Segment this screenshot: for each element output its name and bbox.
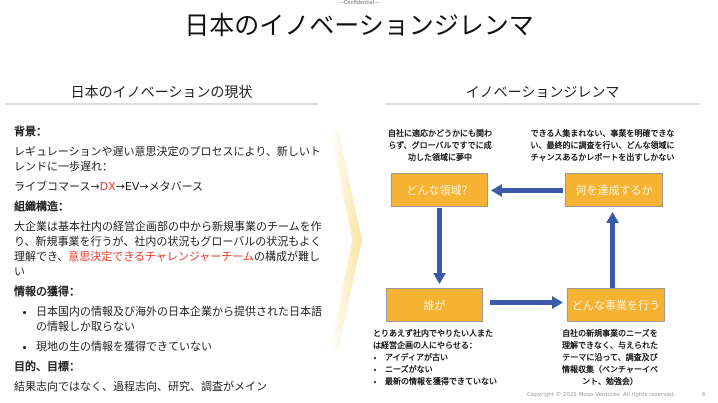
org-label: 組織構造： bbox=[14, 200, 69, 213]
arrow-down-icon bbox=[433, 208, 446, 284]
arrow-up-icon bbox=[606, 212, 619, 288]
box-which-area: どんな領域？ bbox=[391, 173, 488, 207]
org-text: 大企業は基本社内の経営企画部の中から新規事業のチームを作り、新規事業を行うが、社… bbox=[14, 219, 324, 279]
info-item: 日本国内の情報及び海外の日本企業から提供された日本語の情報しか取らない bbox=[36, 304, 324, 334]
org-text-tail: の構成が難しい bbox=[14, 250, 321, 278]
goal-label: 目的、目標： bbox=[14, 360, 80, 373]
note-bl-item: アイディアが古い bbox=[385, 352, 498, 364]
trend-b: →EV→メタバース bbox=[115, 180, 204, 193]
copyright: Copyright © 2021 Moon Ventures. All righ… bbox=[527, 392, 676, 398]
goal-text: 結果志向ではなく、過程志向、研究、調査がメイン bbox=[14, 380, 267, 393]
confidential-label: ---Confidential--- bbox=[338, 0, 380, 6]
arrow-right-icon bbox=[490, 296, 563, 309]
chevron-arrow-icon bbox=[330, 130, 362, 350]
note-bl-text: とりあえず社内でやりたい人または経営企画の人にやらせる： bbox=[373, 329, 493, 350]
note-bl-item: 最新の情報を獲得できていない bbox=[385, 376, 498, 388]
org-text-main: 大企業は基本社内の経営企画部の中から新規事業のチームを作り、新規事業を行うが、社… bbox=[14, 220, 322, 263]
trend-dx: DX bbox=[99, 180, 116, 193]
box-who: 誰が bbox=[386, 288, 483, 322]
info-label: 情報の獲得： bbox=[14, 285, 80, 298]
left-content: 背景： レギュレーションや遅い意思決定のプロセスにより、新しいトレンドに一歩遅れ… bbox=[14, 124, 324, 394]
note-bl-item: ニーズがない bbox=[385, 364, 498, 376]
note-top-right: できる人集まれない、事業を明確できない、最終的に調査を行い、どんな領域にチャンス… bbox=[530, 129, 675, 162]
left-divider bbox=[5, 103, 318, 105]
box-what-to-achieve: 何を達成するか bbox=[565, 173, 663, 207]
slide-title: 日本のイノベーションジレンマ bbox=[184, 11, 534, 40]
note-bottom-left: とりあえず社内でやりたい人または経営企画の人にやらせる： アイディアが古い ニー… bbox=[373, 328, 498, 388]
page-number: 6 bbox=[702, 392, 706, 398]
trend-text: ライブコマース→DX→EV→メタバース bbox=[14, 179, 324, 194]
bg-text: レギュレーションや遅い意思決定のプロセスにより、新しいトレンドに一歩遅れ： bbox=[14, 145, 321, 173]
box-what-business: どんな事業を行う bbox=[567, 288, 665, 322]
note-bl-list: アイディアが古い ニーズがない 最新の情報を獲得できていない bbox=[373, 352, 498, 388]
note-bottom-right: 自社の新規事業のニーズを理解できなく、与えられたテーマに沿って、調査及び情報収集… bbox=[562, 329, 658, 386]
trend-a: ライブコマース→ bbox=[14, 180, 100, 193]
arrow-left-icon bbox=[491, 184, 563, 197]
right-divider bbox=[385, 103, 700, 105]
info-list: 日本国内の情報及び海外の日本企業から提供された日本語の情報しか取らない 現地の生… bbox=[14, 304, 324, 354]
info-item: 現地の生の情報を獲得できていない bbox=[36, 339, 324, 354]
note-top-left: 自社に適応かどうかにも関わらず、グローバルですでに成功した領域に夢中 bbox=[388, 129, 492, 162]
left-heading: 日本のイノベーションの現状 bbox=[70, 85, 253, 101]
bg-label: 背景： bbox=[14, 125, 47, 138]
org-text-highlight: 意思決定できるチャレンジャーチーム bbox=[68, 250, 255, 263]
right-heading: イノベーションジレンマ bbox=[465, 85, 620, 101]
